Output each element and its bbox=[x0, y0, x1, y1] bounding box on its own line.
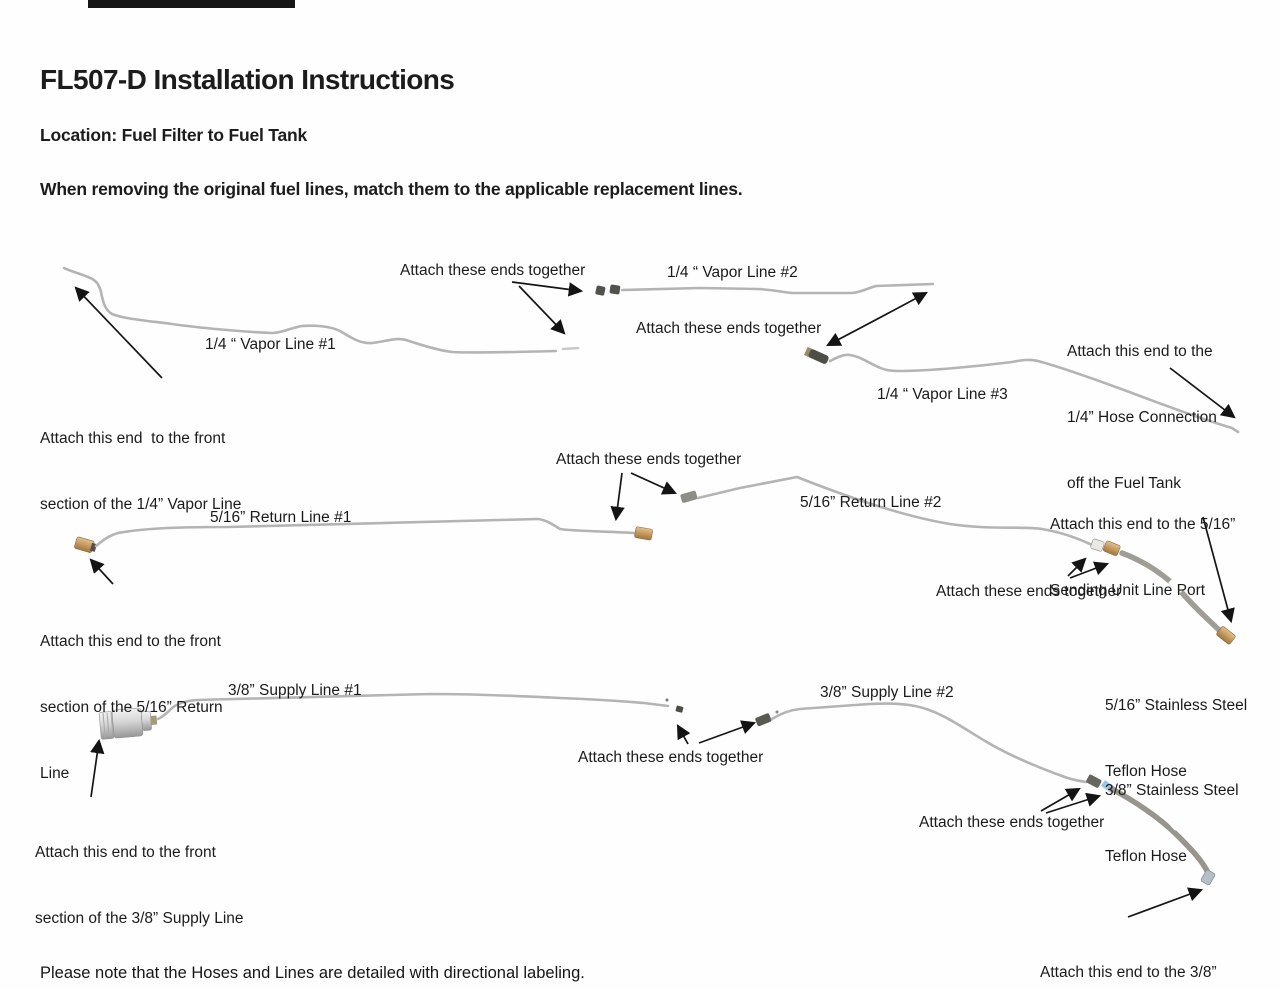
arrow-front-return bbox=[89, 558, 114, 585]
callout-attach-ends-return-1: Attach these ends together bbox=[556, 451, 742, 468]
callout-front-return: Attach this end to the front section of … bbox=[40, 633, 223, 782]
return-line-2-path bbox=[696, 475, 1096, 548]
vapor-line-3-path bbox=[828, 353, 1240, 434]
callout-attach-ends-vapor-1: Attach these ends together bbox=[400, 262, 586, 279]
arrow-ends-hose516-b bbox=[1069, 561, 1110, 579]
label-vapor-line-1: 1/4 “ Vapor Line #1 bbox=[205, 336, 336, 353]
location-line: Location: Fuel Filter to Fuel Tank bbox=[40, 125, 308, 145]
teflon-hose-516-path bbox=[1119, 550, 1222, 633]
arrow-front-supply bbox=[90, 738, 105, 798]
supply-line-2-speck bbox=[775, 710, 779, 714]
supply-line-1-path bbox=[156, 692, 670, 721]
callout-front-vapor: Attach this end to the front section of … bbox=[40, 430, 242, 513]
label-vapor-line-3: 1/4 “ Vapor Line #3 bbox=[877, 386, 1008, 403]
vapor-line-3-fitting bbox=[803, 346, 829, 364]
hose-38-dark-fitting bbox=[1086, 774, 1102, 788]
arrow-ends-hose516-a bbox=[1067, 557, 1087, 577]
arrow-ends-vapor-double bbox=[826, 291, 928, 347]
callout-attach-fuel-tank: Attach this end to the 1/4” Hose Connect… bbox=[1067, 343, 1217, 492]
hose-38-white-band bbox=[1165, 814, 1181, 831]
vapor-line-1-end-stub bbox=[561, 346, 580, 351]
callout-attach-ends-supply: Attach these ends together bbox=[578, 749, 764, 766]
arrow-ends-return-a bbox=[610, 472, 625, 522]
teflon-hose-38-path bbox=[1109, 786, 1212, 878]
callout-sending-unit-38: Attach this end to the 3/8” Sending Unit… bbox=[1040, 964, 1217, 981]
label-hose-516: 5/16” Stainless Steel Teflon Hose bbox=[1105, 697, 1248, 780]
supply-line-1-end-fitting bbox=[675, 705, 684, 713]
supply-line-2-fitting bbox=[755, 713, 772, 727]
vapor-line-1-path bbox=[62, 266, 558, 354]
callout-sending-unit-516: Attach this end to the 5/16” Sending Uni… bbox=[1050, 516, 1236, 599]
callout-front-supply: Attach this end to the front section of … bbox=[35, 844, 244, 927]
vapor-line-2-fitting-a bbox=[595, 285, 606, 296]
label-return-line-1: 5/16” Return Line #1 bbox=[210, 509, 352, 526]
label-vapor-line-2: 1/4 “ Vapor Line #2 bbox=[667, 264, 798, 281]
top-edge-logo-bar bbox=[88, 0, 295, 8]
arrow-ends-supply-b bbox=[698, 720, 757, 744]
arrow-fuel-tank bbox=[1169, 367, 1236, 419]
vapor-line-2-path bbox=[620, 282, 935, 295]
label-hose-38: 3/8” Stainless Steel Teflon Hose bbox=[1105, 782, 1239, 865]
callout-attach-ends-vapor-2: Attach these ends together bbox=[636, 320, 822, 337]
hose-516-brass-nut bbox=[1103, 540, 1121, 556]
intro-line: When removing the original fuel lines, m… bbox=[40, 179, 743, 199]
return-line-2-fitting bbox=[680, 490, 698, 503]
arrow-ends-supply-a bbox=[676, 724, 691, 745]
arrow-ends-hose38-b bbox=[1045, 792, 1102, 814]
callout-attach-ends-hose38: Attach these ends together bbox=[919, 814, 1105, 831]
label-supply-line-2: 3/8” Supply Line #2 bbox=[820, 684, 954, 701]
arrow-ends-vapor-b bbox=[518, 285, 566, 335]
fuel-filter bbox=[98, 707, 158, 740]
arrow-sending-516 bbox=[1202, 516, 1235, 624]
hose-516-white-band bbox=[1168, 577, 1185, 594]
directional-labeling-note: Please note that the Hoses and Lines are… bbox=[40, 964, 585, 982]
label-return-line-2: 5/16” Return Line #2 bbox=[800, 494, 942, 511]
supply-line-1-speck bbox=[665, 698, 669, 702]
callout-arrows bbox=[74, 281, 1236, 918]
callout-attach-ends-return-2: Attach these ends together bbox=[936, 583, 1122, 600]
label-supply-line-1: 3/8” Supply Line #1 bbox=[228, 682, 362, 699]
page-title: FL507-D Installation Instructions bbox=[40, 64, 455, 95]
arrow-ends-return-b bbox=[630, 472, 677, 495]
return-line-1-path bbox=[94, 517, 636, 548]
arrow-ends-vapor-a bbox=[511, 281, 584, 297]
return-line-1-rear-fitting bbox=[634, 526, 653, 541]
hose-516-coupler bbox=[1090, 538, 1105, 552]
arrow-front-vapor bbox=[74, 286, 163, 379]
arrow-ends-hose38-a bbox=[1040, 787, 1081, 812]
hose-516-end-fitting bbox=[1216, 626, 1236, 645]
supply-line-2-path bbox=[770, 702, 1088, 784]
arrow-sending-38 bbox=[1127, 887, 1204, 918]
hose-38-end-fitting bbox=[1200, 869, 1216, 886]
vapor-line-2-fitting-b bbox=[609, 284, 621, 295]
